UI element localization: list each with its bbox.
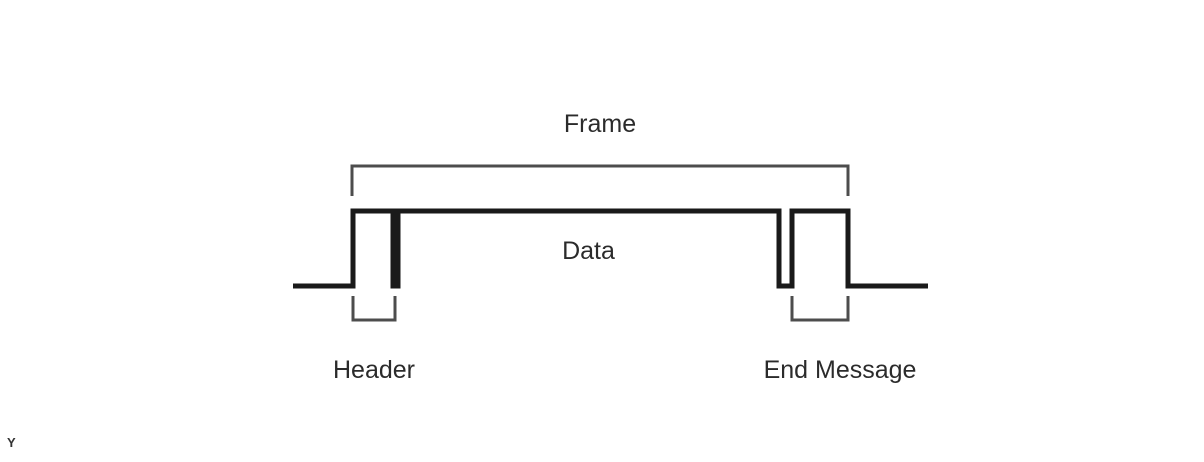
frame-span-bracket [350,164,850,196]
data-label: Data [562,237,615,265]
signal-waveform-path [293,208,928,289]
corner-mark-label: Y [7,435,16,450]
header-label: Header [333,356,415,384]
end-message-label: End Message [763,356,917,384]
frame-label: Frame [563,110,637,138]
header-span-bracket [351,296,397,322]
end-message-span-bracket [790,296,850,322]
